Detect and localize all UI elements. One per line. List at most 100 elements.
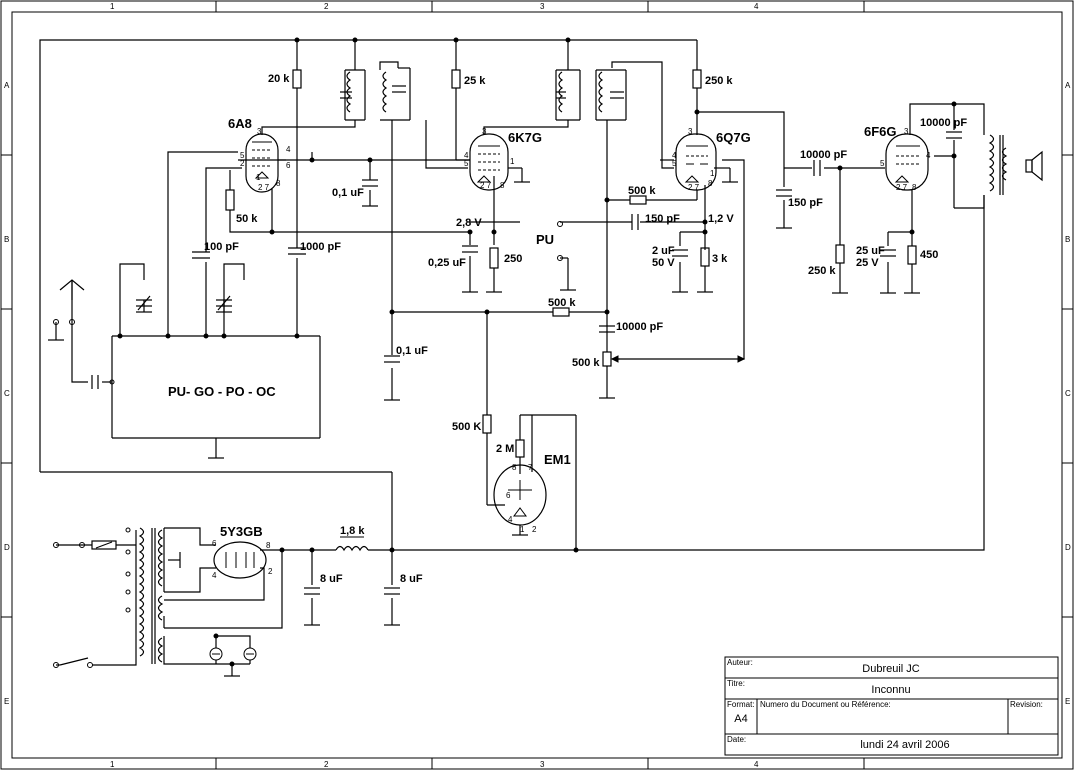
grid-col-4-top: 4: [754, 2, 759, 11]
label-c-2uf: 2 uF: [652, 245, 675, 257]
label-v-25: 25 V: [856, 257, 879, 269]
svg-text:1: 1: [520, 525, 525, 534]
power-switch: [59, 657, 89, 666]
inner-frame: [11, 11, 1063, 759]
svg-text:1: 1: [256, 173, 261, 182]
tb-date: lundi 24 avril 2006: [860, 739, 949, 751]
svg-text:5: 5: [672, 159, 677, 168]
variable-capacitors: [136, 295, 232, 311]
svg-text:4: 4: [286, 145, 291, 154]
label-r-500k-pot: 500 k: [572, 357, 600, 369]
label-r-25k: 25 k: [464, 75, 486, 87]
svg-text:4: 4: [464, 151, 469, 160]
label-l-18k: 1,8 k: [340, 525, 365, 537]
grid-col-2-bottom: 2: [324, 760, 329, 769]
tb-revision-label: Revision:: [1010, 700, 1043, 709]
pot-arrow: [610, 355, 619, 363]
tb-author-label: Auteur:: [727, 658, 753, 667]
svg-text:8: 8: [512, 463, 517, 472]
svg-text:8: 8: [276, 179, 281, 188]
svg-text:2: 2: [532, 525, 537, 534]
grounds: [48, 181, 920, 677]
label-r-2M: 2 M: [496, 443, 514, 455]
tube-label-6q7g: 6Q7G: [716, 130, 751, 145]
svg-text:2 7: 2 7: [480, 181, 492, 190]
label-r-3k: 3 k: [712, 253, 728, 265]
svg-text:8: 8: [912, 183, 917, 192]
label-c-1000pf: 1000 pF: [300, 241, 341, 253]
grid-row-a-left: A: [4, 81, 10, 90]
label-c-8uf-b: 8 uF: [400, 573, 423, 585]
svg-text:3: 3: [688, 127, 693, 136]
grid-row-d-left: D: [4, 543, 10, 552]
grid-col-3-bottom: 3: [540, 760, 545, 769]
label-c-150pf-a: 150 pF: [645, 213, 680, 225]
speaker-magnet: [1025, 159, 1033, 173]
grid-row-a-right: A: [1065, 81, 1071, 90]
svg-text:2: 2: [268, 567, 273, 576]
label-c-01uf-b: 0,1 uF: [396, 345, 428, 357]
label-c-100pf: 100 pF: [204, 241, 239, 253]
grid-row-b-left: B: [4, 235, 9, 244]
svg-text:2 7: 2 7: [258, 183, 270, 192]
tube-internals: [225, 141, 920, 568]
tb-docnum-label: Numero du Document ou Référence:: [760, 700, 891, 709]
pilot-lamps: [209, 647, 257, 661]
svg-text:2 7: 2 7: [688, 183, 700, 192]
svg-text:3: 3: [482, 127, 487, 136]
tb-title-label: Titre:: [727, 679, 745, 688]
grid-row-e-right: E: [1065, 697, 1070, 706]
grid-row-c-right: C: [1065, 389, 1071, 398]
grid-row-e-left: E: [4, 697, 9, 706]
speaker-cone: [1031, 150, 1043, 182]
svg-text:5: 5: [240, 151, 245, 160]
junction-dots: [117, 37, 957, 667]
label-c-10000pf-a: 10000 pF: [800, 149, 847, 161]
tube-label-em1: EM1: [544, 452, 571, 467]
label-r-500k-b: 500 k: [548, 297, 576, 309]
switch-block-label: PU- GO - PO - OC: [168, 384, 276, 399]
svg-text:8: 8: [266, 541, 271, 550]
tb-date-label: Date:: [727, 735, 746, 744]
grid-col-1-top: 1: [110, 2, 115, 11]
svg-text:1: 1: [710, 169, 715, 178]
tube-envelopes: [213, 133, 929, 579]
tb-title: Inconnu: [871, 684, 910, 696]
coils: [138, 71, 1008, 664]
label-r-250k-top: 250 k: [705, 75, 733, 87]
label-pu: PU: [536, 232, 554, 247]
mains-taps: [53, 221, 563, 668]
label-r-250k-b: 250 k: [808, 265, 836, 277]
fuse-diagonal: [95, 541, 113, 549]
resistors: [91, 69, 917, 550]
label-r-20k: 20 k: [268, 73, 290, 85]
svg-text:6: 6: [506, 491, 511, 500]
svg-text:4: 4: [212, 571, 217, 580]
label-c-01uf-a: 0,1 uF: [332, 187, 364, 199]
grid-col-4-bottom: 4: [754, 760, 759, 769]
svg-text:2: 2: [240, 159, 245, 168]
grid-row-c-left: C: [4, 389, 10, 398]
label-c-150pf-b: 150 pF: [788, 197, 823, 209]
label-c-10000pf-c: 10000 pF: [616, 321, 663, 333]
svg-text:4: 4: [672, 151, 677, 160]
label-r-450: 450: [920, 249, 938, 261]
svg-text:2 7: 2 7: [896, 183, 908, 192]
label-r-500K: 500 K: [452, 421, 481, 433]
grid-col-1-bottom: 1: [110, 760, 115, 769]
svg-text:5: 5: [464, 159, 469, 168]
tube-label-5y3gb: 5Y3GB: [220, 524, 263, 539]
svg-text:3: 3: [257, 127, 262, 136]
tube-label-6f6g: 6F6G: [864, 124, 897, 139]
svg-text:6: 6: [212, 539, 217, 548]
tube-label-6a8: 6A8: [228, 116, 252, 131]
grid-row-d-right: D: [1065, 543, 1071, 552]
svg-text:4: 4: [926, 151, 931, 160]
svg-text:3: 3: [904, 127, 909, 136]
label-r-500k-a: 500 k: [628, 185, 656, 197]
tb-format: A4: [734, 713, 747, 725]
svg-text:8: 8: [500, 181, 505, 190]
